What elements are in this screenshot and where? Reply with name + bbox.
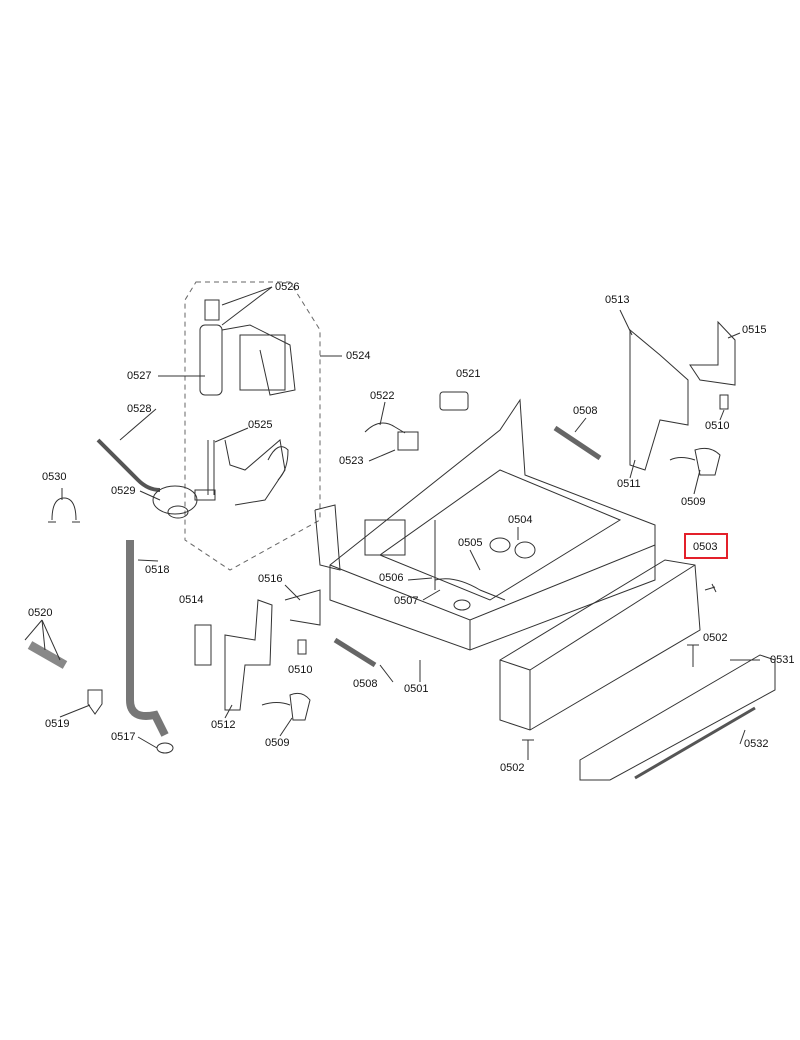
part-0510-clip-left xyxy=(297,639,307,655)
group-outline-0524 xyxy=(184,281,321,571)
part-0531-panel xyxy=(579,654,776,781)
part-0530-clip xyxy=(48,497,80,523)
part-label-0506[interactable]: 0506 xyxy=(379,572,404,584)
part-label-0511[interactable]: 0511 xyxy=(617,478,641,490)
part-label-0530[interactable]: 0530 xyxy=(42,471,67,483)
part-0510-clip-right xyxy=(719,394,729,410)
part-0517-ring xyxy=(156,742,174,754)
part-0511-bracket xyxy=(629,328,689,471)
part-0502-screw-bottom xyxy=(522,739,534,760)
part-0508-spring-right xyxy=(553,425,602,461)
part-0518-drain-hose xyxy=(126,540,169,737)
part-0508-spring-left xyxy=(333,637,377,668)
part-0522-cable xyxy=(364,422,406,434)
part-0525 xyxy=(207,439,289,506)
part-0528-hose xyxy=(96,438,161,492)
part-0523 xyxy=(397,431,419,451)
part-0529-pump xyxy=(152,485,216,519)
part-label-0510[interactable]: 0510 xyxy=(288,664,313,676)
part-label-0515[interactable]: 0515 xyxy=(742,324,767,336)
part-0514 xyxy=(194,624,212,666)
highlight-box-0503 xyxy=(684,533,728,559)
part-label-0501[interactable]: 0501 xyxy=(404,683,429,695)
part-label-0509[interactable]: 0509 xyxy=(265,737,290,749)
part-label-0508[interactable]: 0508 xyxy=(573,405,598,417)
part-0509-switch-left xyxy=(261,692,311,721)
part-0520-pipe xyxy=(27,641,68,669)
part-0509-switch-right xyxy=(669,447,721,476)
part-label-0510[interactable]: 0510 xyxy=(705,420,730,432)
part-label-0502[interactable]: 0502 xyxy=(703,632,728,644)
part-label-0532[interactable]: 0532 xyxy=(744,738,769,750)
part-label-0524[interactable]: 0524 xyxy=(346,350,371,362)
part-label-0531[interactable]: 0531 xyxy=(770,654,795,666)
part-label-0516[interactable]: 0516 xyxy=(258,573,283,585)
part-label-0507[interactable]: 0507 xyxy=(394,595,419,607)
part-label-0526[interactable]: 0526 xyxy=(275,281,300,293)
part-label-0520[interactable]: 0520 xyxy=(28,607,53,619)
part-label-0502[interactable]: 0502 xyxy=(500,762,525,774)
part-label-0519[interactable]: 0519 xyxy=(45,718,70,730)
part-0521 xyxy=(439,391,469,411)
part-label-0518[interactable]: 0518 xyxy=(145,564,170,576)
part-0503-screw xyxy=(704,583,717,593)
part-0502-screw-top xyxy=(687,644,699,667)
part-label-0508[interactable]: 0508 xyxy=(353,678,378,690)
part-label-0528[interactable]: 0528 xyxy=(127,403,152,415)
part-label-0529[interactable]: 0529 xyxy=(111,485,136,497)
part-label-0525[interactable]: 0525 xyxy=(248,419,273,431)
part-label-0503[interactable]: 0503 xyxy=(693,541,718,553)
part-0532-strip xyxy=(634,706,756,780)
part-label-0504[interactable]: 0504 xyxy=(508,514,533,526)
part-label-0505[interactable]: 0505 xyxy=(458,537,483,549)
part-label-0521[interactable]: 0521 xyxy=(456,368,481,380)
part-0519 xyxy=(87,689,103,715)
part-label-0512[interactable]: 0512 xyxy=(211,719,236,731)
part-0527-valve xyxy=(199,299,296,396)
part-label-0514[interactable]: 0514 xyxy=(179,594,204,606)
part-0516-bracket xyxy=(284,589,321,626)
part-label-0522[interactable]: 0522 xyxy=(370,390,395,402)
part-0515-bracket xyxy=(689,320,736,386)
part-label-0517[interactable]: 0517 xyxy=(111,731,136,743)
leader-lines xyxy=(24,286,760,749)
part-label-0509[interactable]: 0509 xyxy=(681,496,706,508)
part-0501-base-tub xyxy=(314,398,656,651)
part-0502-kick-panel xyxy=(499,559,701,731)
part-label-0527[interactable]: 0527 xyxy=(127,370,152,382)
part-label-0523[interactable]: 0523 xyxy=(339,455,364,467)
part-0512-bracket xyxy=(224,599,273,711)
part-label-0513[interactable]: 0513 xyxy=(605,294,630,306)
